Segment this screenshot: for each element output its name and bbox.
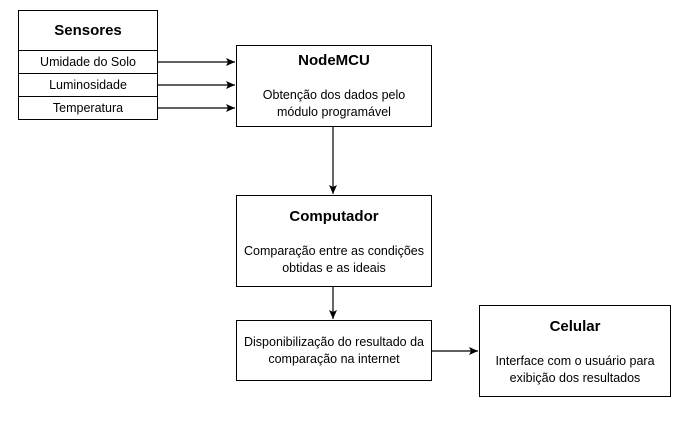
- availability-box: Disponibilização do resultado da compara…: [236, 320, 432, 381]
- availability-description: Disponibilização do resultado da compara…: [244, 335, 424, 366]
- nodemcu-title: NodeMCU: [298, 52, 370, 69]
- sensor-row-temperature: Temperatura: [18, 96, 158, 120]
- phone-title: Celular: [549, 318, 601, 335]
- sensor-label-temperature: Temperatura: [52, 101, 124, 115]
- sensors-title: Sensores: [54, 22, 122, 39]
- computer-description: Comparação entre as condições obtidas e …: [244, 244, 424, 275]
- sensor-label-humidity: Umidade do Solo: [40, 55, 136, 69]
- sensor-row-luminosity: Luminosidade: [18, 73, 158, 97]
- nodemcu-box: NodeMCU Obtenção dos dados pelo módulo p…: [236, 45, 432, 127]
- phone-box: Celular Interface com o usuário para exi…: [479, 305, 671, 397]
- nodemcu-description: Obtenção dos dados pelo módulo programáv…: [262, 88, 406, 119]
- phone-description: Interface com o usuário para exibição do…: [495, 354, 655, 385]
- sensor-row-humidity: Umidade do Solo: [18, 50, 158, 74]
- sensor-label-luminosity: Luminosidade: [49, 78, 127, 92]
- computer-title: Computador: [289, 208, 379, 225]
- sensors-box: Sensores: [18, 10, 158, 51]
- computer-box: Computador Comparação entre as condições…: [236, 195, 432, 287]
